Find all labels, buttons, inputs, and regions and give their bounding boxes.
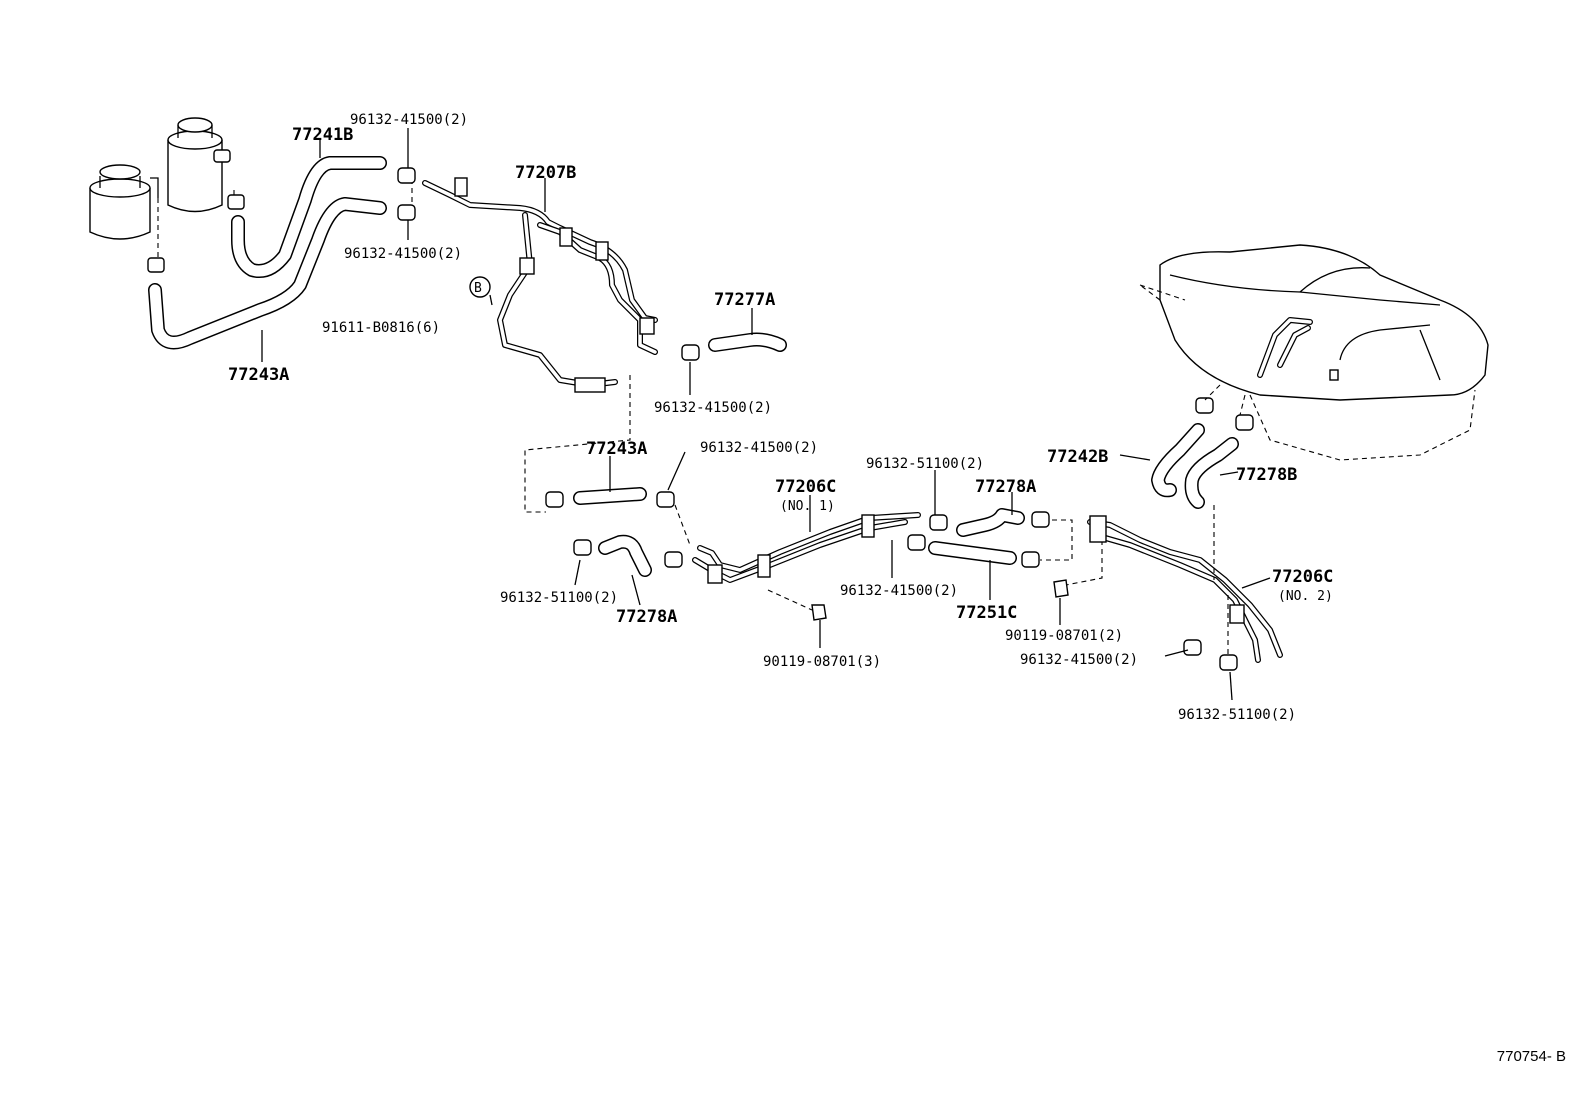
label-77241B: 77241B [292, 125, 353, 145]
hose-77277A [708, 332, 787, 352]
hose-77278B [1184, 437, 1239, 509]
label-96132-41500-b: 96132-41500(2) [344, 246, 462, 262]
clamps [147, 167, 1254, 671]
pipe-77206C-no1 [692, 512, 921, 584]
hose-77278A-right [956, 508, 1025, 537]
bolt-90119-3 [811, 604, 827, 621]
pipe-77206C-no2 [1087, 515, 1283, 663]
label-96132-41500-a: 96132-41500(2) [350, 112, 468, 128]
reference-letter: B [474, 281, 482, 296]
label-90119-08701-3: 90119-08701(3) [763, 654, 881, 670]
label-77207B: 77207B [515, 163, 576, 183]
label-77278B: 77278B [1236, 465, 1297, 485]
label-77277A: 77277A [714, 290, 775, 310]
hose-77242B [1151, 423, 1205, 498]
hose-77243A-top [148, 197, 387, 350]
hose-77251C [928, 541, 1017, 565]
bolt-90119-2 [1053, 579, 1069, 598]
reference-circle-b [469, 276, 491, 298]
diagram-code: 770754- B [1496, 1048, 1566, 1065]
hose-77243A-mid [573, 487, 647, 505]
fuel-tank [1139, 244, 1489, 461]
pipe-77207B [422, 177, 658, 393]
label-77278A-right: 77278A [975, 477, 1036, 497]
label-96132-51100-b: 96132-51100(2) [500, 590, 618, 606]
label-77278A-left: 77278A [616, 607, 677, 627]
label-77206C-no1: 77206C [775, 477, 836, 497]
label-96132-41500-e: 96132-41500(2) [840, 583, 958, 599]
label-77242B: 77242B [1047, 447, 1108, 467]
label-77251C: 77251C [956, 603, 1017, 623]
label-77206C-no2: 77206C [1272, 567, 1333, 587]
label-no1: (NO. 1) [780, 499, 835, 514]
canister-right [167, 117, 231, 213]
label-96132-41500-d: 96132-41500(2) [700, 440, 818, 456]
label-96132-41500-c: 96132-41500(2) [654, 400, 772, 416]
label-96132-51100-a: 96132-51100(2) [866, 456, 984, 472]
label-96132-41500-f: 96132-41500(2) [1020, 652, 1138, 668]
label-no2: (NO. 2) [1278, 589, 1333, 604]
label-90119-08701-2: 90119-08701(2) [1005, 628, 1123, 644]
hose-77278A-left [598, 534, 652, 577]
part-labels: 77241B 96132-41500(2) 96132-41500(2) 772… [228, 112, 1333, 723]
label-77243A-top: 77243A [228, 365, 289, 385]
leader-lines [261, 128, 1271, 701]
label-77243A-mid: 77243A [586, 439, 647, 459]
hose-77241B [231, 156, 387, 278]
label-96132-51100-c: 96132-51100(2) [1178, 707, 1296, 723]
canister-left [89, 164, 159, 240]
label-91611-B0816: 91611-B0816(6) [322, 320, 440, 336]
